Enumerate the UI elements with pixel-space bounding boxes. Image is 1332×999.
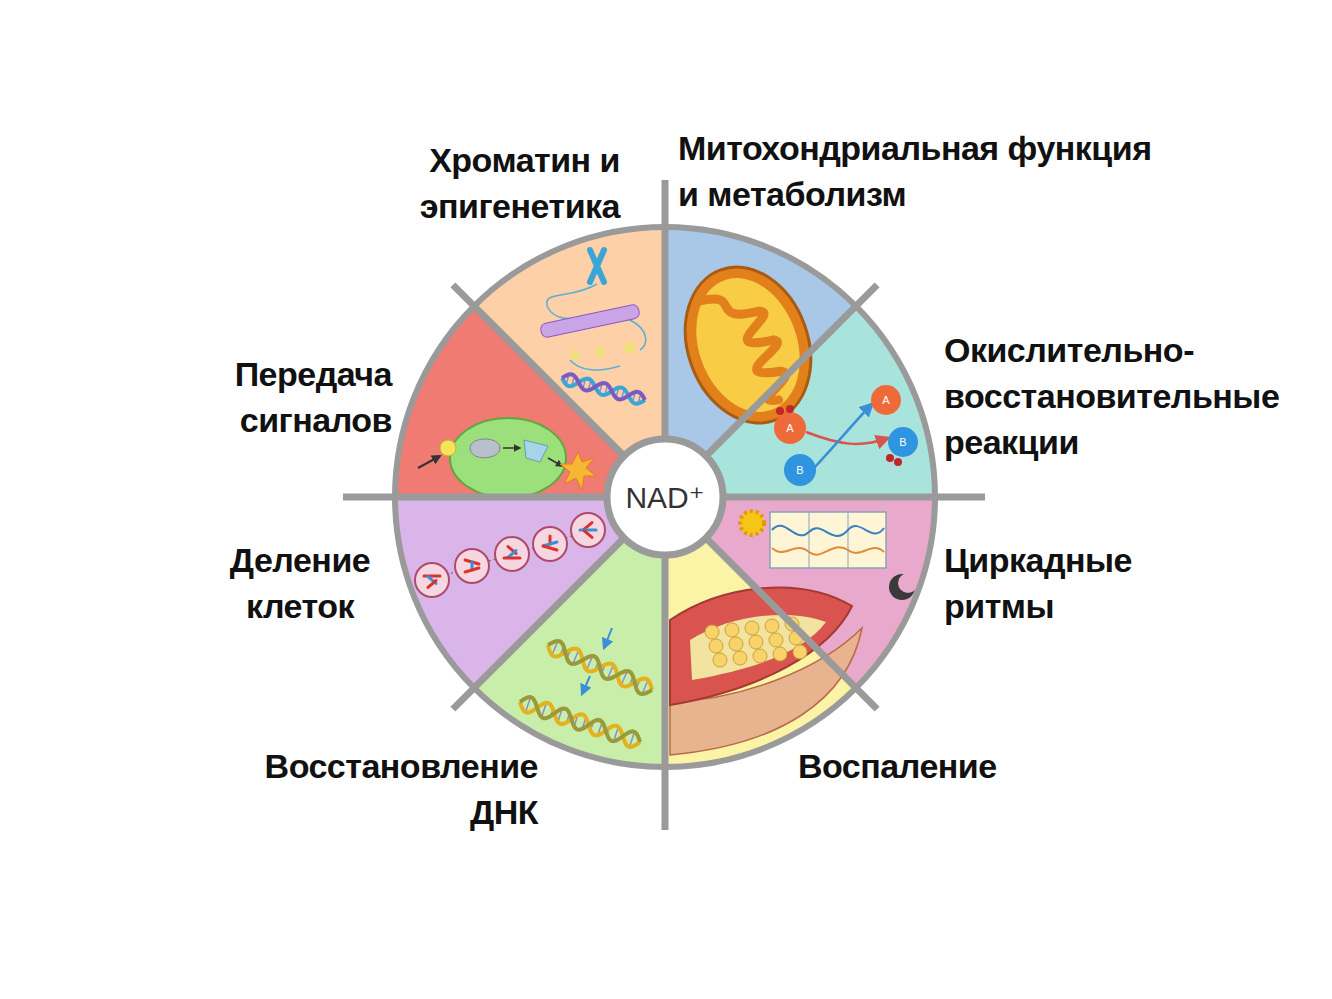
dna-repair-picture (604, 628, 612, 648)
cell-division-picture (584, 531, 592, 538)
sector-label: Воспаление (798, 744, 1000, 790)
inflammation-picture (690, 615, 826, 680)
sector-title: Воспаление (798, 744, 1000, 790)
inflammation-picture (670, 587, 852, 705)
redox-picture (894, 458, 902, 466)
cell-division-picture (580, 529, 596, 532)
wheel-spokes (343, 180, 985, 830)
redox-picture (814, 404, 872, 468)
cell-division-picture (424, 575, 440, 578)
sector-title: Деление клеток (228, 538, 372, 630)
chromatin-picture (540, 250, 646, 404)
circadian-picture (898, 573, 918, 593)
inflammation-picture (793, 645, 807, 659)
center-label: NAD⁺ (603, 435, 727, 559)
redox-picture (786, 405, 794, 413)
cell-division-picture (533, 527, 567, 561)
cell-division-picture (465, 568, 479, 572)
inflammation-picture (765, 619, 779, 633)
dna-repair-picture (548, 641, 652, 694)
chromatin-picture (562, 374, 645, 400)
redox-picture (784, 454, 816, 486)
inflammation-picture (749, 635, 763, 649)
inflammation-picture (769, 633, 783, 647)
circadian-picture (772, 526, 884, 536)
circadian-picture (772, 547, 884, 554)
redox-picture (871, 385, 901, 415)
sector-title: Окислительно-восстановительные реакции (944, 328, 1283, 466)
redox-picture (806, 432, 888, 444)
inflammation-picture (745, 621, 759, 635)
inflammation-picture (705, 625, 719, 639)
molecule-letter: A (783, 421, 797, 435)
redox-picture (886, 454, 894, 462)
chromatin-picture (570, 360, 620, 370)
circadian-picture (740, 511, 764, 535)
molecule-letter: B (793, 463, 807, 477)
chromatin-picture (590, 250, 604, 282)
inflammation-picture (725, 623, 739, 637)
inflammation-picture (729, 637, 743, 651)
center-circle: NAD⁺ (603, 435, 727, 559)
molecule-letter: A (879, 393, 893, 407)
signalling-picture (450, 418, 566, 498)
redox-picture (888, 427, 918, 457)
mitochondrion-picture (700, 281, 796, 414)
signalling-picture (418, 456, 440, 468)
signalling-picture (560, 452, 596, 490)
signalling-picture (418, 418, 596, 498)
inflammation-picture (713, 653, 727, 667)
sector-label: Деление клеток (228, 538, 372, 630)
sector-title: Митохондриальная функция и метаболизм (678, 126, 1155, 218)
sector-label: Передача сигналов (231, 352, 392, 444)
sector-title: Циркадные ритмы (944, 538, 1135, 630)
cell-division-picture (584, 523, 592, 530)
dna-repair-picture (520, 628, 652, 747)
cell-division-picture (571, 513, 605, 547)
chromatin-picture (595, 347, 605, 357)
circadian-picture (740, 511, 918, 600)
chromatin-picture (540, 304, 641, 338)
sector-label: Циркадные ритмы (944, 538, 1135, 630)
redox-picture (776, 407, 784, 415)
sector-title: Восстановление ДНК (261, 744, 538, 836)
signalling-picture (470, 439, 500, 458)
dna-repair-picture (582, 676, 590, 694)
cell-division-picture (495, 537, 529, 571)
cell-division-picture (428, 581, 436, 588)
inflammation-picture (753, 649, 767, 663)
cell-division-picture (415, 563, 449, 597)
chromatin-picture (624, 342, 636, 354)
sector-title: Хроматин и эпигенетика (416, 138, 620, 230)
redox-picture (774, 385, 918, 486)
sector-label: Окислительно-восстановительные реакции (944, 328, 1283, 466)
sector-label: Хроматин и эпигенетика (416, 138, 620, 230)
inflammation-picture (670, 587, 862, 755)
inflammation-picture (733, 651, 747, 665)
signalling-picture (548, 458, 562, 466)
redox-picture (774, 412, 806, 444)
circadian-picture (770, 512, 886, 568)
circadian-picture (809, 512, 810, 568)
inflammation-picture (709, 639, 723, 653)
cell-division-picture (508, 551, 516, 558)
cell-division-picture (455, 549, 489, 583)
molecule-letter: B (896, 435, 910, 449)
cell-division-picture (543, 546, 557, 550)
sector-label: Восстановление ДНК (261, 744, 538, 836)
circadian-picture (848, 512, 849, 568)
chromatin-picture (570, 350, 580, 360)
mitochondrion-picture (678, 263, 817, 426)
signalling-picture (524, 440, 548, 462)
cell-division-picture (504, 557, 520, 560)
signalling-picture (503, 447, 520, 449)
sector-label: Митохондриальная функция и метаболизм (678, 126, 1155, 218)
signalling-picture (440, 440, 456, 456)
inflammation-picture (773, 647, 787, 661)
sector-title: Передача сигналов (231, 352, 392, 444)
